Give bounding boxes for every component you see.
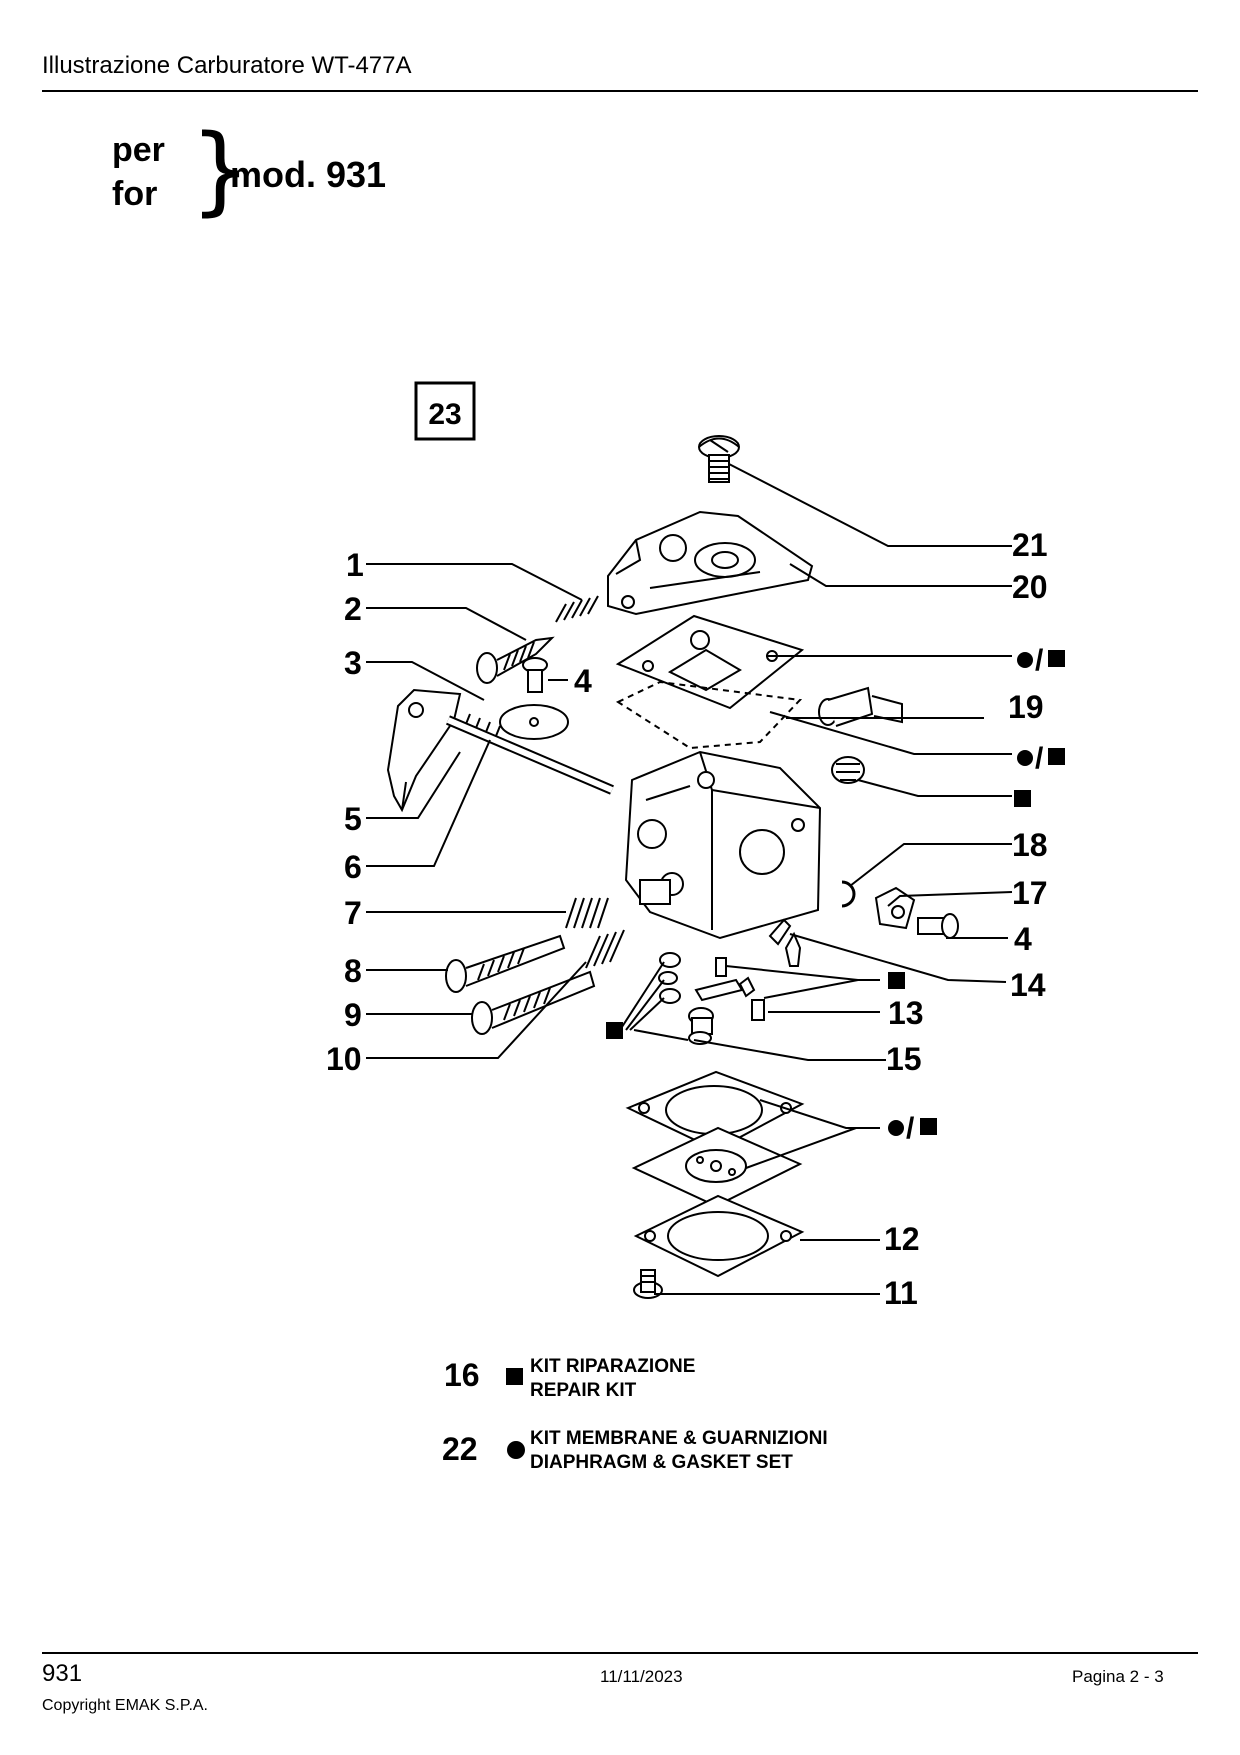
callout-18: 18 xyxy=(1012,827,1048,863)
part-carburetor-body xyxy=(624,750,822,940)
diaphragm-set-icon xyxy=(1017,750,1033,766)
part-bottom-diaphragm xyxy=(631,1126,803,1208)
legend-repair-kit-it: KIT RIPARAZIONE xyxy=(530,1356,695,1377)
callout-11: 11 xyxy=(884,1275,918,1311)
callout-20: 20 xyxy=(1012,569,1048,605)
repair-kit-icon xyxy=(888,972,905,989)
part-needle-9 xyxy=(471,970,596,1035)
page-title: Illustrazione Carburatore WT-477A xyxy=(42,52,412,79)
callout-8: 8 xyxy=(344,953,362,989)
part-spring-7 xyxy=(565,897,609,929)
kit-markers: / / / xyxy=(606,644,1065,1145)
kit-legend: 16 KIT RIPARAZIONE REPAIR KIT 22 KIT MEM… xyxy=(442,1356,828,1473)
part-needle-8 xyxy=(445,934,566,993)
callout-1: 1 xyxy=(346,547,364,583)
kit-separator: / xyxy=(1035,742,1044,775)
legend-diaphragm-set-it: KIT MEMBRANE & GUARNIZIONI xyxy=(530,1428,828,1449)
part-screw-21 xyxy=(698,435,740,483)
legend-diaphragm-set-en: DIAPHRAGM & GASKET SET xyxy=(530,1452,793,1473)
repair-kit-icon xyxy=(606,1022,623,1039)
legend-repair-kit-en: REPAIR KIT xyxy=(530,1380,637,1401)
callout-12: 12 xyxy=(884,1221,920,1257)
part-elbow-19 xyxy=(818,686,903,727)
repair-kit-icon xyxy=(1014,790,1031,807)
callout-6: 6 xyxy=(344,849,362,885)
kit-marker-gasket-upper: / xyxy=(1017,644,1065,677)
header-rule xyxy=(42,90,1198,92)
callout-numbers: 21 20 19 18 17 4 14 13 15 12 11 1 2 3 4 … xyxy=(326,527,1048,1311)
part-gasket-upper xyxy=(615,614,805,710)
part-spring-10 xyxy=(585,929,625,969)
footer-date: 11/11/2023 xyxy=(600,1667,683,1686)
repair-kit-icon xyxy=(1048,650,1065,667)
legend-repair-kit-number: 16 xyxy=(444,1357,480,1393)
part-cover-20 xyxy=(607,510,814,616)
callout-19: 19 xyxy=(1008,689,1044,725)
footer-page-number: Pagina 2 - 3 xyxy=(1072,1667,1164,1686)
model-prefix-per: per xyxy=(112,131,165,169)
repair-kit-icon xyxy=(920,1118,937,1135)
part-bottom-cover-12 xyxy=(633,1194,805,1278)
callout-13: 13 xyxy=(888,995,924,1031)
callout-17: 17 xyxy=(1012,875,1048,911)
diaphragm-set-icon xyxy=(888,1120,904,1136)
model-prefix: per for xyxy=(112,128,165,216)
repair-kit-icon xyxy=(1048,748,1065,765)
footer-copyright: Copyright EMAK S.P.A. xyxy=(42,1697,208,1714)
part-throttle-lever xyxy=(386,688,614,813)
callout-3: 3 xyxy=(344,645,362,681)
part-bottom-gasket xyxy=(625,1070,805,1152)
legend-diaphragm-set-number: 22 xyxy=(442,1431,478,1467)
part-screw-4-lower xyxy=(917,913,959,939)
part-screw-4-top xyxy=(522,657,548,693)
callout-2: 2 xyxy=(344,591,362,627)
group-number-box: 23 xyxy=(414,381,476,441)
callout-21: 21 xyxy=(1012,527,1048,563)
group-number: 23 xyxy=(428,398,461,431)
part-clip-18 xyxy=(841,880,856,908)
part-drawings xyxy=(386,435,959,1299)
part-valve-cluster xyxy=(658,918,802,1045)
callout-7: 7 xyxy=(344,895,362,931)
callout-5: 5 xyxy=(344,801,362,837)
diaphragm-set-icon xyxy=(1017,652,1033,668)
callout-15: 15 xyxy=(886,1041,922,1077)
footer-model-number: 931 xyxy=(42,1660,83,1687)
kit-marker-bottom-gasket: / xyxy=(888,1112,937,1145)
part-diaphragm-upper xyxy=(615,680,803,750)
kit-marker-diaphragm-upper: / xyxy=(1017,742,1065,775)
brace-icon: } xyxy=(190,114,252,226)
part-cap-17 xyxy=(874,886,916,930)
callout-4-lower: 4 xyxy=(1014,921,1032,957)
part-filter-nut xyxy=(831,756,865,784)
kit-separator: / xyxy=(906,1112,915,1145)
footer-rule xyxy=(42,1652,1198,1654)
callout-4-top: 4 xyxy=(574,663,592,699)
part-screw-2 xyxy=(476,636,555,684)
callout-10: 10 xyxy=(326,1041,362,1077)
kit-separator: / xyxy=(1035,644,1044,677)
diaphragm-set-icon xyxy=(507,1441,525,1459)
model-prefix-for: for xyxy=(112,175,158,213)
part-throttle-disc xyxy=(499,704,569,740)
callout-9: 9 xyxy=(344,997,362,1033)
callout-14: 14 xyxy=(1010,967,1046,1003)
part-spring-1 xyxy=(555,595,599,623)
leader-lines xyxy=(366,463,1013,1295)
model-number: mod. 931 xyxy=(230,154,387,195)
repair-kit-icon xyxy=(506,1368,523,1385)
